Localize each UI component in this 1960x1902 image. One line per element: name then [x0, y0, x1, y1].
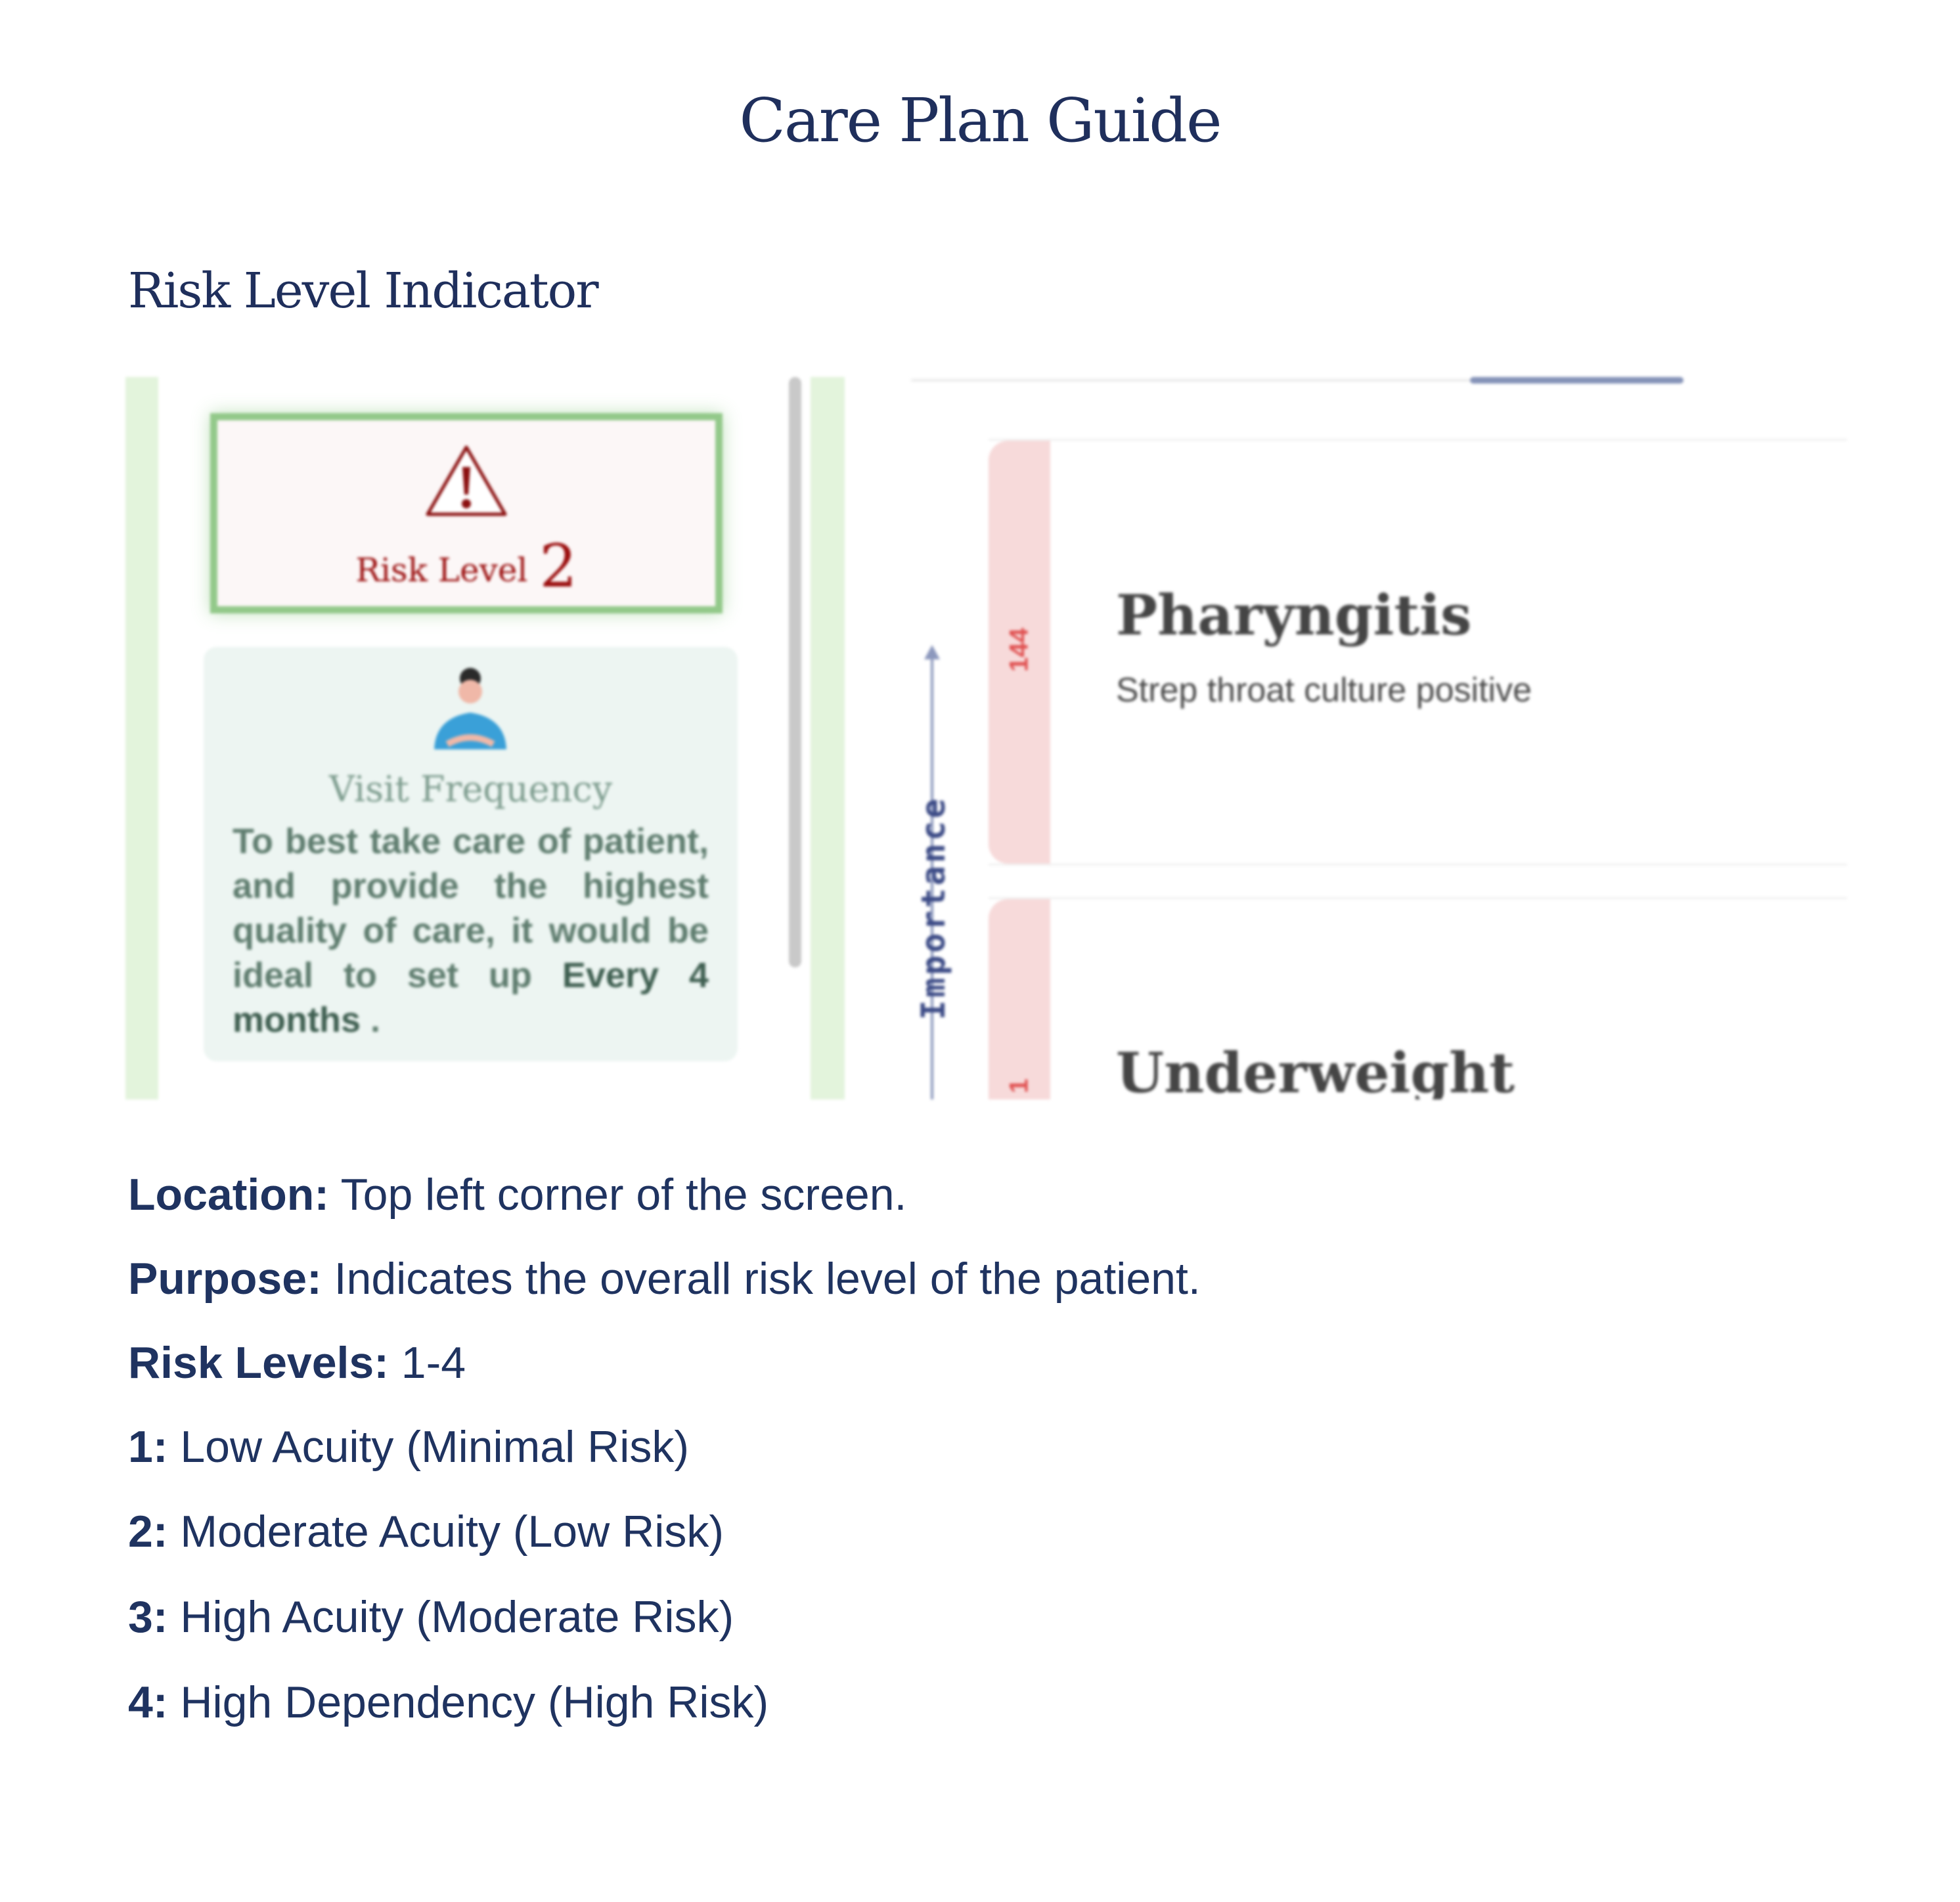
section-title: Risk Level Indicator — [128, 263, 599, 319]
importance-label: Importance — [914, 795, 952, 1020]
info-level-4: 4: High Dependency (High Risk) — [128, 1677, 768, 1728]
info-level-2: 2: Moderate Acuity (Low Risk) — [128, 1506, 724, 1557]
score-tab: 144 — [989, 441, 1050, 864]
visit-frequency-body: To best take care of patient, and provid… — [233, 819, 709, 1042]
visit-frequency-card: Visit Frequency To best take care of pat… — [204, 647, 738, 1061]
right-green-strip — [811, 377, 845, 1099]
info-key: Location: — [128, 1170, 329, 1220]
info-value: Low Acuity (Minimal Risk) — [167, 1422, 689, 1472]
info-value: 1-4 — [388, 1338, 466, 1388]
warning-triangle-icon — [426, 445, 507, 516]
risk-level-text: Risk Level — [355, 551, 528, 589]
risk-indicator-screenshot: Risk Level 2 Visit Frequency To best take… — [125, 377, 1847, 1099]
problem-subtitle: Strep throat culture positive — [1116, 671, 1532, 709]
nurse-avatar-icon — [434, 668, 506, 749]
info-level-3: 3: High Acuity (Moderate Risk) — [128, 1591, 734, 1643]
left-green-strip — [125, 377, 158, 1099]
tab-indicator — [1470, 377, 1683, 384]
visit-frequency-title: Visit Frequency — [328, 768, 613, 810]
info-value: High Acuity (Moderate Risk) — [167, 1592, 734, 1642]
risk-level-number: 2 — [539, 532, 577, 601]
importance-axis — [931, 653, 933, 1099]
info-risk-levels: Risk Levels: 1-4 — [128, 1337, 466, 1388]
info-value: Top left corner of the screen. — [328, 1170, 907, 1220]
info-key: 2: — [128, 1507, 168, 1557]
tab-track — [911, 379, 1683, 382]
page-title: Care Plan Guide — [739, 85, 1222, 156]
problem-title: Underweight — [1116, 1040, 1515, 1099]
visit-frequency-value: Every 4 months — [233, 956, 709, 1040]
problem-score: 1 — [1004, 1078, 1034, 1094]
risk-level-label: Risk Level 2 — [217, 532, 715, 601]
info-key: Purpose: — [128, 1254, 322, 1304]
info-key: 1: — [128, 1422, 168, 1472]
problem-card[interactable]: 1 Underweight — [989, 897, 1847, 1099]
scrollbar[interactable] — [789, 377, 801, 967]
info-value: High Dependency (High Risk) — [167, 1677, 769, 1727]
problem-title: Pharyngitis — [1116, 583, 1472, 648]
info-key: 4: — [128, 1677, 168, 1727]
risk-level-box: Risk Level 2 — [210, 413, 723, 613]
info-location: Location: Top left corner of the screen. — [128, 1169, 906, 1220]
info-key: Risk Levels: — [128, 1338, 389, 1388]
problem-card[interactable]: 144 Pharyngitis Strep throat culture pos… — [989, 439, 1847, 866]
info-value: Indicates the overall risk level of the … — [321, 1254, 1201, 1304]
info-level-1: 1: Low Acuity (Minimal Risk) — [128, 1421, 689, 1472]
info-value: Moderate Acuity (Low Risk) — [167, 1507, 724, 1557]
arrow-up-icon — [924, 645, 940, 659]
info-purpose: Purpose: Indicates the overall risk leve… — [128, 1253, 1201, 1304]
visit-frequency-suffix: . — [361, 1000, 381, 1040]
info-key: 3: — [128, 1592, 168, 1642]
score-tab: 1 — [989, 899, 1050, 1099]
problem-score: 144 — [1004, 628, 1034, 672]
visit-frequency-text: To best take care of patient, and provid… — [233, 822, 709, 995]
